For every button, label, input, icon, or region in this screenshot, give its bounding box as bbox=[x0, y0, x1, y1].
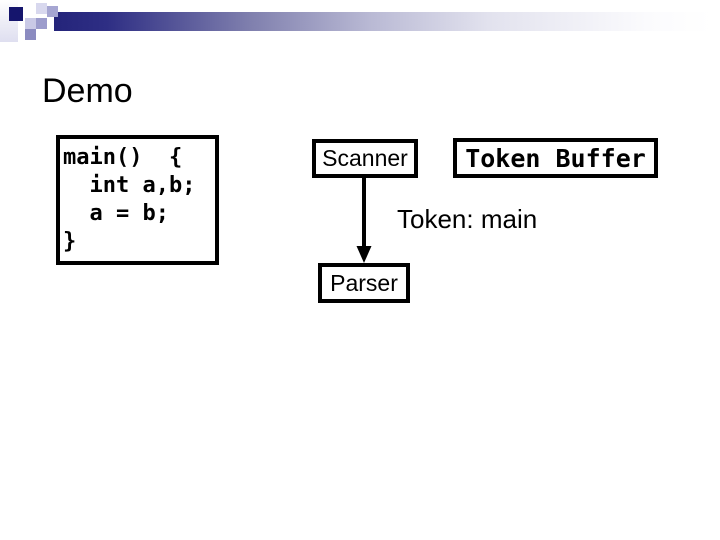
parser-box: Parser bbox=[318, 263, 410, 303]
scanner-to-parser-arrow bbox=[356, 177, 372, 263]
source-code-box: main() { int a,b; a = b; } bbox=[56, 135, 219, 265]
pixel-square-medium-1 bbox=[47, 6, 58, 17]
pixel-square-light-1 bbox=[36, 3, 47, 14]
pixel-square-dark-2 bbox=[25, 29, 36, 40]
source-code-text: main() { int a,b; a = b; } bbox=[63, 145, 196, 254]
header-gradient-bar bbox=[54, 12, 712, 31]
slide-title: Demo bbox=[42, 72, 133, 110]
pixel-square-light-2 bbox=[25, 18, 36, 29]
scanner-label: Scanner bbox=[322, 145, 408, 171]
token-buffer-label: Token Buffer bbox=[465, 143, 646, 173]
scanner-box: Scanner bbox=[312, 139, 418, 178]
pixel-square-navy bbox=[9, 7, 23, 21]
parser-label: Parser bbox=[330, 269, 398, 296]
token-buffer-box: Token Buffer bbox=[453, 138, 658, 178]
pixel-square-medium-2 bbox=[36, 18, 47, 29]
token-value-label: Token: main bbox=[397, 204, 538, 234]
